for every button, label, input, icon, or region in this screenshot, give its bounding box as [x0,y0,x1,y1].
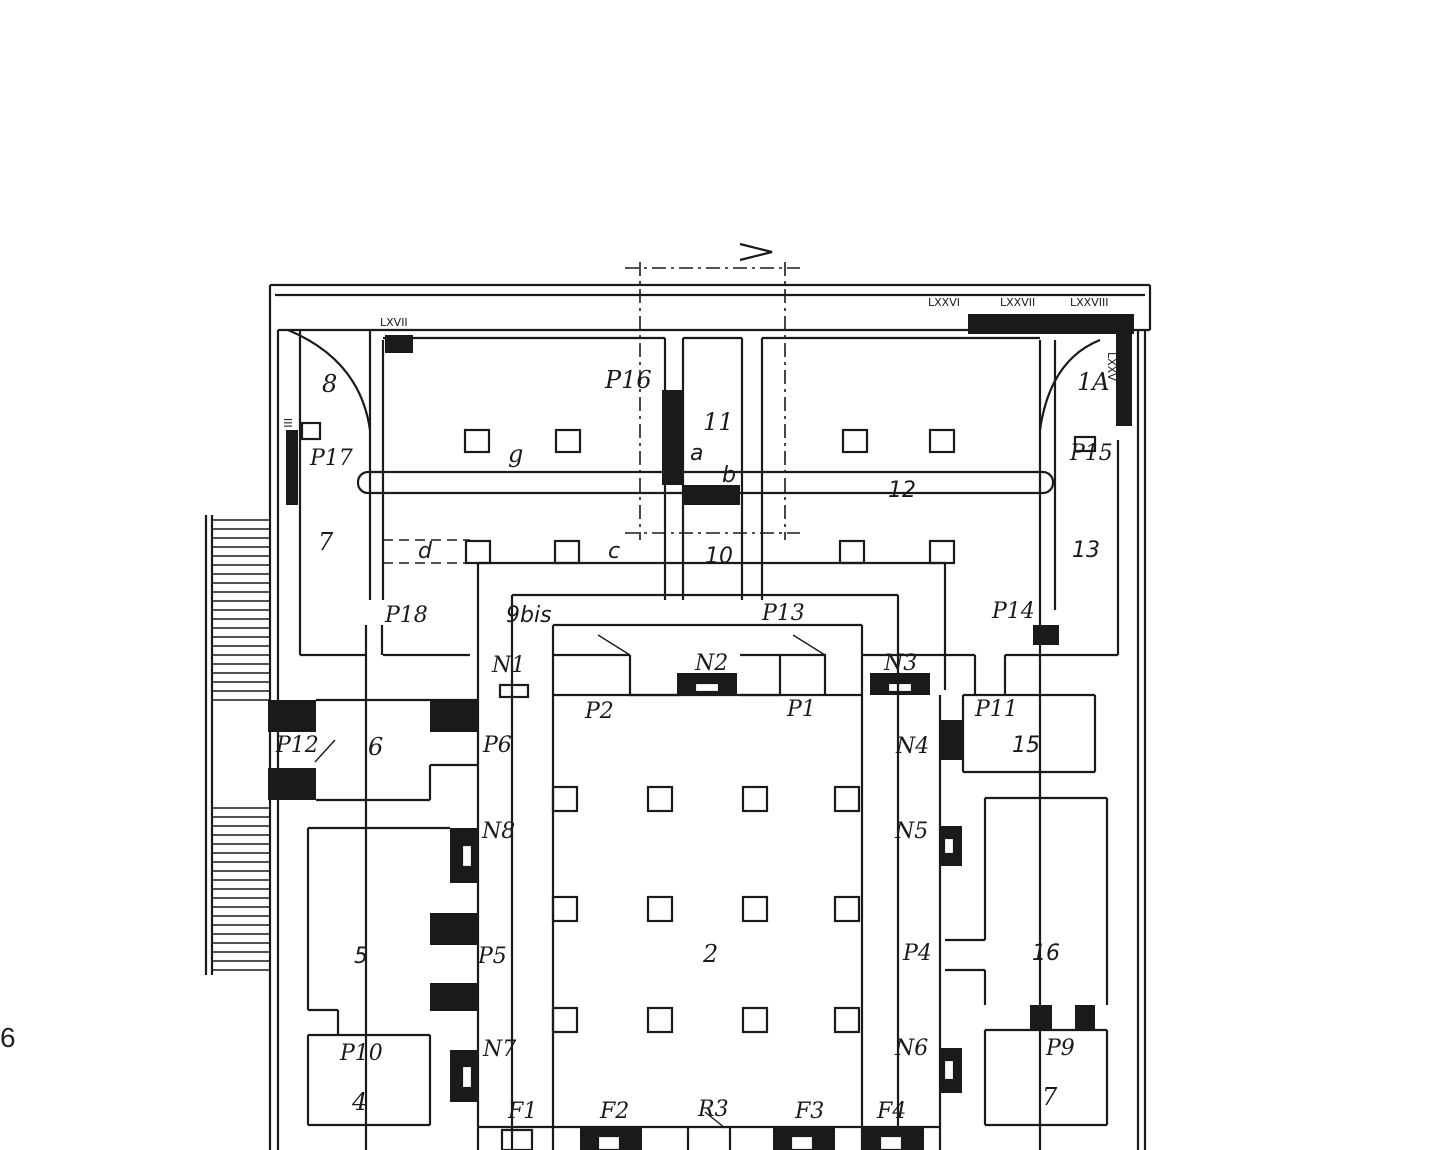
west-wing [268,625,478,1150]
pillar-P9-label: P9 [1045,1036,1075,1061]
pillar-P4-label: P4 [902,941,932,966]
mark-b: b [722,463,736,488]
section-line [625,242,800,540]
room-9bis-label: 9bis [506,603,552,628]
pillar-P15-label: P15 [1069,441,1113,466]
page-number: 6 [0,1022,16,1053]
south-facade [478,1111,940,1150]
north-wing [286,314,1134,610]
pillar-P18-label: P18 [384,603,428,628]
roman-lxxvi-top: LXXVI [928,296,960,309]
niche-N1-label: N1 [491,653,525,678]
niche-N3-label: N3 [883,651,917,676]
niche-labels: N1 N2 N3 N4 N5 N8 N7 N6 [481,651,929,1062]
roman-iii-left: III [281,418,294,428]
staircase [204,515,270,975]
middle-band [298,420,1120,1150]
facade-F4-label: F4 [876,1099,906,1124]
niche-N6-label: N6 [894,1036,928,1061]
roman-marks: LXVII LXXVI LXXVII LXXVIII LXXV III [281,296,1118,428]
room-9-label: g [508,440,523,468]
facade-F3-label: F3 [794,1099,824,1124]
roman-lxxvii-top: LXXVII [1000,296,1035,309]
niche-N5-label: N5 [894,819,928,844]
letter-marks: a b c d [418,441,736,564]
facade-R3-label: R3 [697,1097,729,1122]
roman-lxxviii-top: LXXVIII [1070,296,1108,309]
pillar-P11-label: P11 [974,697,1018,722]
room-13-label: 13 [1072,538,1100,563]
room-labels: 8 g 11 12 1A 7 13 10 9bis 6 15 5 2 16 4 … [318,368,1110,1116]
pillar-P17-label: P17 [309,446,353,471]
mark-d: d [418,539,433,564]
room-5-label: 5 [354,944,368,969]
room-6-label: 6 [368,733,383,761]
pillar-P1-label: P1 [786,697,816,722]
room-16-label: 16 [1032,941,1060,966]
pillar-labels: P16 P17 P15 P18 P13 P14 P2 P1 P11 P12 P6… [275,366,1113,1066]
room-10-label: 10 [705,544,733,569]
room-15-label: 15 [1012,733,1040,758]
section-arrow-icon [739,242,773,262]
pillar-P12-label: P12 [275,733,319,758]
niche-N7-label: N7 [482,1037,516,1062]
roman-lxxv-side: LXXV [1105,352,1118,381]
room-7-north-label: 7 [318,528,334,556]
room-2-label: 2 [702,940,718,968]
niche-N2-label: N2 [694,651,728,676]
east-wing [896,610,1109,1150]
pillar-P14-label: P14 [991,599,1035,624]
roman-lxvii-left: LXVII [380,316,408,329]
facade-F1-label: F1 [507,1099,537,1124]
mark-a: a [690,441,703,466]
room-14-label: 1A [1077,368,1110,396]
pillar-P2-label: P2 [584,699,614,724]
mark-c: c [608,539,620,564]
central-hall [551,785,861,1034]
pillar-P13-label: P13 [761,601,805,626]
gallery-channel [356,470,1055,495]
pillar-P6-label: P6 [482,733,512,758]
room-12-label: 12 [888,478,916,503]
room-11-label: 11 [703,408,734,436]
facade-F2-label: F2 [599,1099,629,1124]
pillar-P5-label: P5 [477,944,507,969]
room-7-south-label: 7 [1042,1083,1058,1111]
room-4-label: 4 [351,1088,367,1116]
pillar-P10-label: P10 [339,1041,383,1066]
facade-labels: F1 F2 R3 F3 F4 [507,1097,906,1124]
niche-N4-label: N4 [895,734,929,759]
pillar-P16-label: P16 [604,366,652,394]
room-8-label: 8 [322,370,337,398]
niche-N8-label: N8 [481,819,515,844]
